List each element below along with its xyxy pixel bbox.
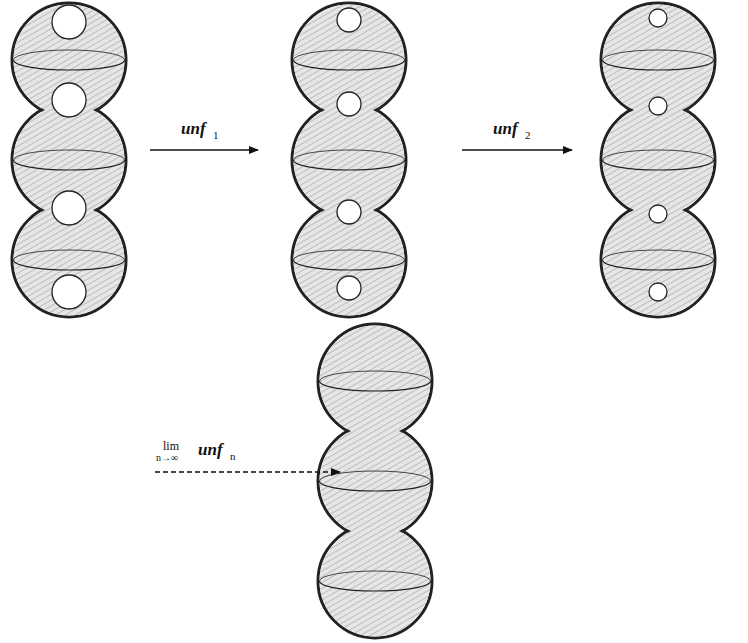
arrow [462, 149, 572, 150]
equator-front [320, 381, 431, 391]
equator-back [14, 150, 125, 160]
triple-sphere-surface [292, 3, 406, 317]
equator-back [320, 571, 431, 581]
sphere-outline [318, 324, 432, 438]
subscript: 1 [213, 130, 219, 141]
sphere-fill [320, 526, 431, 637]
map-label: unf [493, 120, 518, 137]
equator-back [294, 250, 405, 260]
equator-front [14, 60, 125, 70]
subscript: 2 [525, 130, 531, 141]
sphere-outline [318, 524, 432, 638]
equator-back [14, 250, 125, 260]
sphere-outline [601, 103, 715, 217]
sphere-fill [294, 105, 405, 216]
equator-front [294, 160, 405, 170]
hole [649, 283, 667, 301]
hole [337, 276, 361, 300]
equator-front [320, 481, 431, 491]
triple-sphere-surface [601, 3, 715, 317]
triple-sphere-surface [12, 3, 126, 317]
sphere-outline [12, 3, 126, 117]
equator-back [294, 150, 405, 160]
equator-back [603, 50, 714, 60]
sphere-fill [294, 5, 405, 116]
arrow [150, 149, 258, 150]
hole [337, 92, 361, 116]
equator-back [603, 250, 714, 260]
hole [337, 200, 361, 224]
sphere-fill [603, 205, 714, 316]
hole [649, 9, 667, 27]
equator-front [603, 60, 714, 70]
dashed-arrow [155, 471, 340, 472]
limit-label: lim [163, 440, 179, 452]
hole [52, 83, 86, 117]
equator-front [320, 581, 431, 591]
equator-back [14, 50, 125, 60]
subscript: n→∞ [156, 453, 178, 463]
equator-back [320, 471, 431, 481]
sphere-outline [601, 203, 715, 317]
equator-back [320, 371, 431, 381]
equator-front [294, 60, 405, 70]
hole [649, 97, 667, 115]
hole [649, 205, 667, 223]
sphere-fill [320, 426, 431, 537]
equator-front [294, 260, 405, 270]
hole [52, 5, 86, 39]
equator-front [603, 260, 714, 270]
hole [337, 8, 361, 32]
equator-front [14, 160, 125, 170]
sphere-fill [320, 326, 431, 437]
hole [52, 191, 86, 225]
sphere-fill [603, 105, 714, 216]
equator-front [603, 160, 714, 170]
equator-back [603, 150, 714, 160]
triple-sphere-surface [318, 324, 432, 638]
sphere-fill [603, 5, 714, 116]
sphere-outline [292, 3, 406, 117]
sphere-outline [318, 424, 432, 538]
hole [52, 275, 86, 309]
equator-back [294, 50, 405, 60]
subscript: n [230, 451, 236, 462]
sphere-outline [601, 3, 715, 117]
equator-front [14, 260, 125, 270]
map-label: unf [181, 120, 206, 137]
map-label: unf [198, 441, 223, 458]
